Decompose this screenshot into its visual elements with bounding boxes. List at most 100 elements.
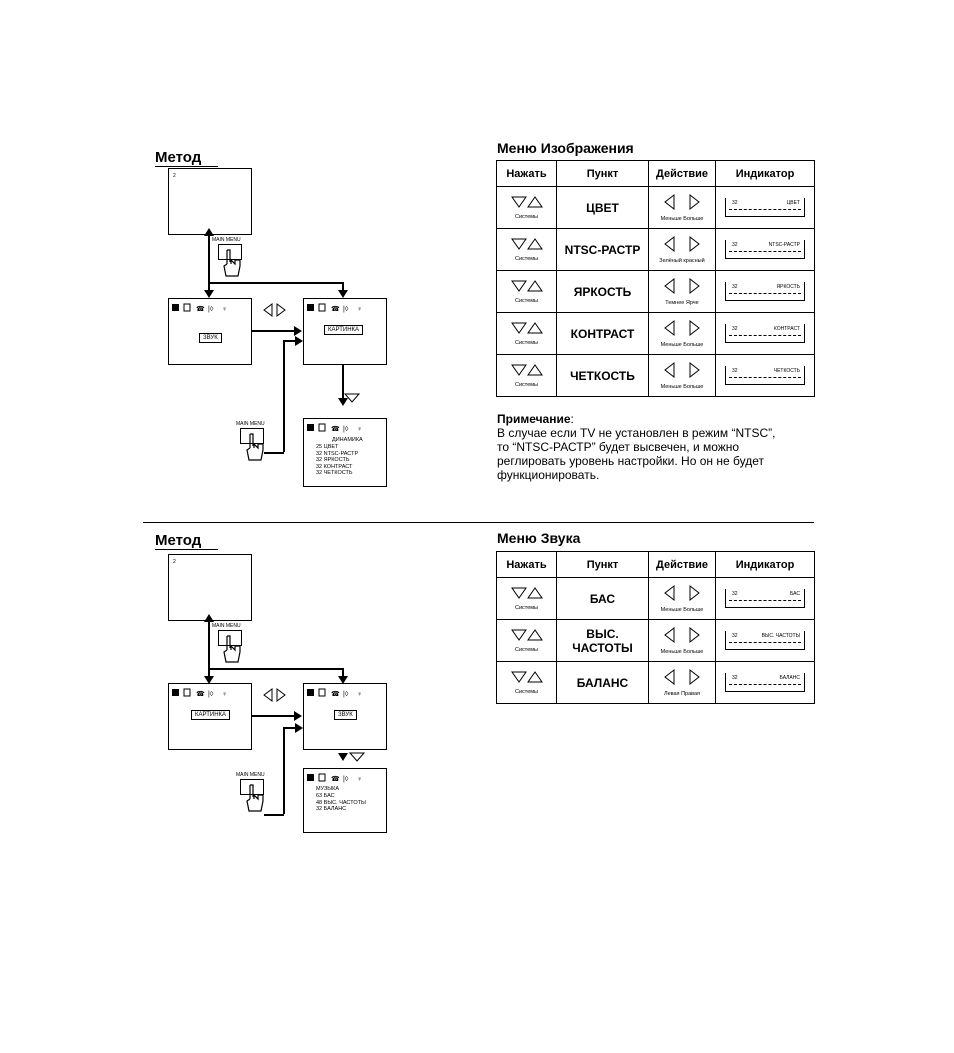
press-label: Системы — [514, 340, 539, 346]
note-line: функционировать. — [497, 468, 600, 482]
indicator-value: 32 — [732, 326, 738, 332]
action-labels: Левая Правая — [649, 691, 715, 697]
action-left: Меньше — [660, 649, 682, 655]
arrow-down-icon — [338, 398, 348, 406]
svg-text:♀: ♀ — [357, 306, 362, 313]
arrow-right-icon — [294, 711, 302, 721]
arrow-down-icon — [338, 753, 348, 761]
indicator-scale — [729, 642, 801, 643]
press-label: Системы — [514, 605, 539, 611]
press-label: Системы — [514, 689, 539, 695]
left-right-arrows-icon — [664, 319, 700, 337]
tv-screen-initial-2: 2 — [168, 554, 252, 621]
menu-label-box: КАРТИНКА — [191, 710, 231, 720]
action-left: Меньше — [660, 607, 682, 613]
table-header: Индикатор — [715, 551, 815, 578]
item-cell: БАС — [556, 577, 649, 620]
main-menu-button-4[interactable] — [240, 779, 264, 795]
indicator-name: КОНТРАСТ — [773, 326, 800, 332]
svg-text:♀: ♀ — [222, 306, 227, 313]
menu-icons-row: ☎|◊♀ — [307, 303, 362, 313]
submenu-item: 32 ЧЕТКОСТЬ — [316, 470, 353, 476]
table-header: Нажать — [496, 160, 557, 187]
table-header: Нажать — [496, 551, 557, 578]
left-right-arrows-icon — [664, 584, 700, 602]
arrow-down-icon — [204, 290, 214, 298]
menu-icons-row: ☎|◊♀ — [307, 773, 362, 783]
submenu-item: 25 ЦВЕТ — [316, 444, 339, 450]
action-cell: Зелёный красный — [648, 228, 716, 271]
menu-label-box: ЗВУК — [334, 710, 357, 720]
action-labels: Меньше Больше — [649, 216, 715, 222]
indicator-scale — [729, 684, 801, 685]
indicator-scale — [729, 335, 801, 336]
flow-line — [342, 282, 344, 294]
svg-text:|◊: |◊ — [343, 691, 349, 698]
action-left: Левая — [663, 691, 680, 697]
left-right-arrows-icon — [664, 235, 700, 253]
submenu-item: 63 БАС — [316, 793, 335, 799]
indicator-scale — [729, 209, 801, 210]
submenu-item: 32 БАЛАНС — [316, 806, 347, 812]
indicator-box: 32 КОНТРАСТ — [725, 324, 805, 343]
main-menu-button-2[interactable] — [240, 428, 264, 444]
menu-title-2: Меню Звука — [497, 530, 581, 546]
tv-screen-sound-menu-2: ☎|◊♀ ЗВУК — [303, 683, 387, 750]
action-right: Ярче — [685, 300, 699, 306]
method-title-2: Метод — [155, 533, 218, 550]
svg-text:♀: ♀ — [222, 691, 227, 698]
svg-text:|◊: |◊ — [343, 426, 349, 433]
action-left: Темнее — [665, 300, 685, 306]
left-right-arrows-icon — [664, 668, 700, 686]
left-right-arrows-icon — [664, 626, 700, 644]
indicator-value: 32 — [732, 284, 738, 290]
arrow-up-icon — [204, 614, 214, 622]
item-cell: КОНТРАСТ — [556, 312, 649, 355]
action-cell: Левая Правая — [648, 661, 716, 704]
up-down-triangle-icon — [510, 196, 543, 208]
indicator-scale — [729, 377, 801, 378]
tv-screen-sound-menu: ☎|◊♀ ЗВУК — [168, 298, 252, 365]
submenu-item: 32 КОНТРАСТ — [316, 463, 353, 470]
up-down-triangle-icon — [510, 322, 543, 334]
left-right-arrows-icon — [664, 193, 700, 211]
up-down-triangle-icon — [510, 238, 543, 250]
channel-number: 2 — [173, 559, 176, 565]
flow-line — [208, 668, 343, 670]
tv-screen-initial-1: 2 — [168, 168, 252, 235]
action-labels: Зелёный красный — [649, 258, 715, 264]
action-labels: Меньше Больше — [649, 342, 715, 348]
indicator-value: 32 — [732, 368, 738, 374]
item-cell: БАЛАНС — [556, 661, 649, 704]
tv-screen-picture-menu: ☎|◊♀ КАРТИНКА — [303, 298, 387, 365]
indicator-value: 32 — [732, 200, 738, 206]
press-cell: Системы — [496, 577, 557, 620]
svg-text:♀: ♀ — [357, 776, 362, 783]
arrow-up-icon — [204, 228, 214, 236]
svg-text:|◊: |◊ — [343, 306, 349, 313]
hand-press-icon — [223, 635, 241, 663]
main-menu-label-1: MAIN MENU — [212, 237, 241, 243]
main-menu-label-2: MAIN MENU — [236, 421, 265, 427]
flow-line — [264, 814, 284, 816]
flow-line — [252, 715, 296, 717]
table-header: Пункт — [556, 160, 649, 187]
svg-text:♀: ♀ — [357, 426, 362, 433]
press-cell: Системы — [496, 619, 557, 662]
arrow-down-icon — [338, 676, 348, 684]
main-menu-label-4: MAIN MENU — [236, 772, 265, 778]
action-right: Правая — [681, 691, 701, 697]
indicator-value: 32 — [732, 633, 738, 639]
section-divider — [143, 522, 814, 523]
